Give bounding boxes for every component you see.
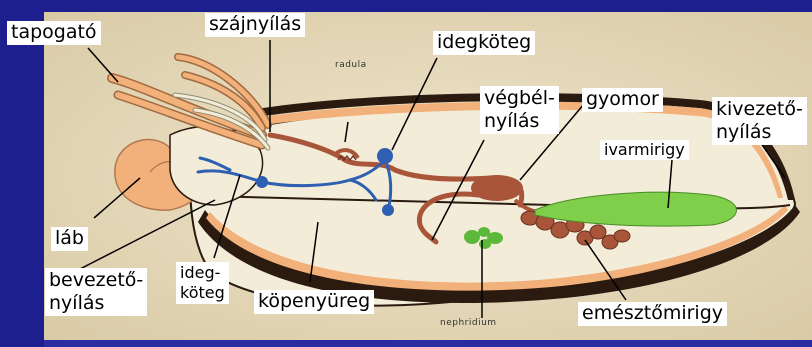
label-exit-line1: kivezető- (716, 98, 803, 121)
label-nephridium: nephridium (440, 318, 497, 328)
label-stomach: gyomor (582, 88, 663, 112)
label-nerve-line2: köteg (180, 283, 225, 303)
label-mouth: szájnyílás (205, 13, 305, 37)
label-entry-line1: bevezető- (49, 269, 143, 292)
label-nerve-line1: ideg- (180, 263, 225, 283)
label-anus: végbél- nyílás (480, 86, 559, 134)
label-anus-line1: végbél- (484, 87, 555, 110)
label-exit-opening: kivezető- nyílás (712, 97, 807, 145)
label-exit-line2: nyílás (716, 121, 803, 144)
nerve-ganglion-bottom (382, 204, 394, 216)
label-radula: radula (335, 60, 367, 70)
label-anus-line2: nyílás (484, 110, 555, 133)
label-mantle-cavity: köpenyüreg (254, 290, 374, 314)
label-nerve-cord-top: idegköteg (433, 31, 535, 55)
label-gonad: ivarmirigy (600, 140, 689, 160)
nerve-ganglion-top (377, 148, 393, 164)
label-tentacle: tapogató (7, 21, 101, 45)
label-entry-line2: nyílás (49, 292, 143, 315)
label-foot: láb (51, 227, 88, 251)
nerve-ganglion-front (256, 176, 268, 188)
label-digestive-gland: emésztőmirigy (578, 302, 727, 326)
label-entry-opening: bevezető- nyílás (45, 268, 147, 316)
label-nerve-cord-bottom: ideg- köteg (176, 262, 229, 304)
